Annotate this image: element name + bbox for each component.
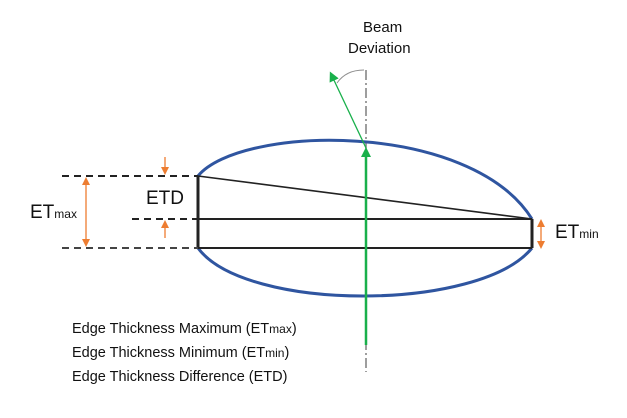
legend-text: Edge Thickness Difference (ETD) — [72, 369, 288, 385]
etmin-label: ETmin — [555, 222, 599, 244]
legend-line-etmax: Edge Thickness Maximum (ETmax) — [72, 321, 297, 337]
beam-label: Beam — [363, 19, 403, 36]
deviation-label: Deviation — [348, 40, 411, 57]
etd-label: ETD — [146, 188, 184, 209]
lens-bottom-surface — [196, 247, 534, 298]
legend-sub: min — [265, 346, 285, 360]
etmin-sub: min — [579, 227, 599, 241]
deviation-angle-arc — [336, 69, 365, 84]
etmax-sub: max — [54, 207, 77, 221]
lens-top-surface — [196, 138, 534, 220]
etmin-main: ET — [555, 222, 580, 243]
legend-line-etmin: Edge Thickness Minimum (ETmin) — [72, 345, 289, 361]
etmax-label: ETmax — [30, 202, 77, 224]
deviated-beam — [329, 71, 367, 149]
etmax-main: ET — [30, 202, 55, 223]
legend-line-etd: Edge Thickness Difference (ETD) — [72, 369, 287, 385]
legend-sub: max — [269, 322, 292, 336]
legend-end: ) — [284, 345, 290, 361]
legend-end: ) — [291, 321, 297, 337]
legend-text: Edge Thickness Maximum (ET — [72, 321, 270, 337]
legend-text: Edge Thickness Minimum (ET — [72, 345, 266, 361]
